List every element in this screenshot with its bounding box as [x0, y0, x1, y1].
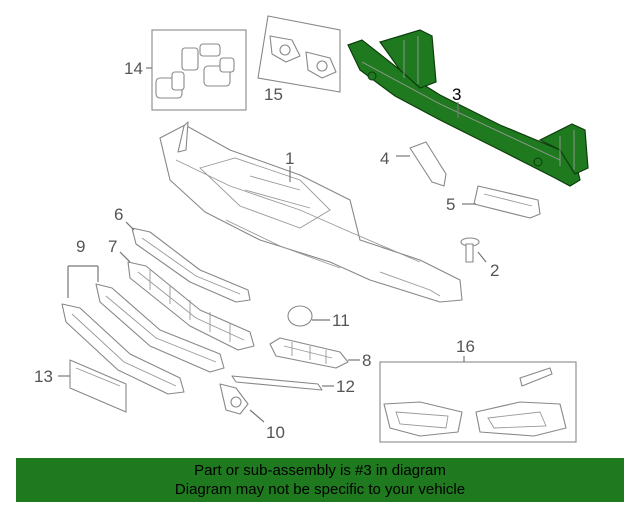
callout-7: 7: [108, 237, 117, 256]
callout-3: 3: [452, 85, 461, 104]
part-12-trim-strip[interactable]: [231, 375, 323, 391]
part-15-sensor-holders[interactable]: [269, 35, 337, 79]
exploded-parts-diagram: 1 2 3 4 5 6 7 8 9 10 11 12 13 14 15 16: [34, 15, 589, 443]
part-2-bolt[interactable]: [460, 237, 480, 263]
callout-12: 12: [336, 377, 355, 396]
callout-5: 5: [446, 195, 455, 214]
callout-15: 15: [264, 85, 283, 104]
part-13-plate-bracket[interactable]: [69, 359, 127, 413]
callout-9: 9: [76, 237, 85, 256]
callout-1: 1: [285, 149, 294, 168]
notice-banner: Part or sub-assembly is #3 in diagram Di…: [16, 458, 624, 502]
callout-16: 16: [456, 337, 475, 356]
part-14-park-sensors[interactable]: [155, 43, 235, 99]
callout-2: 2: [490, 261, 499, 280]
part-3-reinforcement-bar[interactable]: [347, 29, 589, 187]
part-5-guide[interactable]: [473, 185, 541, 219]
part-9-lower-trim[interactable]: [61, 283, 225, 395]
part-4-bracket[interactable]: [409, 141, 447, 187]
callout-6: 6: [114, 205, 123, 224]
callout-13: 13: [34, 367, 53, 386]
callout-4: 4: [380, 149, 389, 168]
callout-14: 14: [124, 59, 143, 78]
callout-11: 11: [332, 311, 350, 330]
part-6-upper-grille[interactable]: [131, 227, 251, 303]
part-16-fog-lamp-grilles[interactable]: [383, 367, 567, 437]
part-10-sensor-holder[interactable]: [219, 383, 249, 415]
callout-10: 10: [266, 423, 285, 442]
banner-line-part: Part or sub-assembly is #3 in diagram: [194, 462, 446, 479]
part-8-grille-insert[interactable]: [269, 337, 349, 369]
banner-line-disclaimer: Diagram may not be specific to your vehi…: [174, 481, 466, 498]
part-1-bumper-cover[interactable]: [159, 121, 463, 303]
callout-8: 8: [362, 351, 371, 370]
part-11-cap[interactable]: [287, 305, 313, 327]
part-7-center-grille[interactable]: [127, 261, 255, 351]
